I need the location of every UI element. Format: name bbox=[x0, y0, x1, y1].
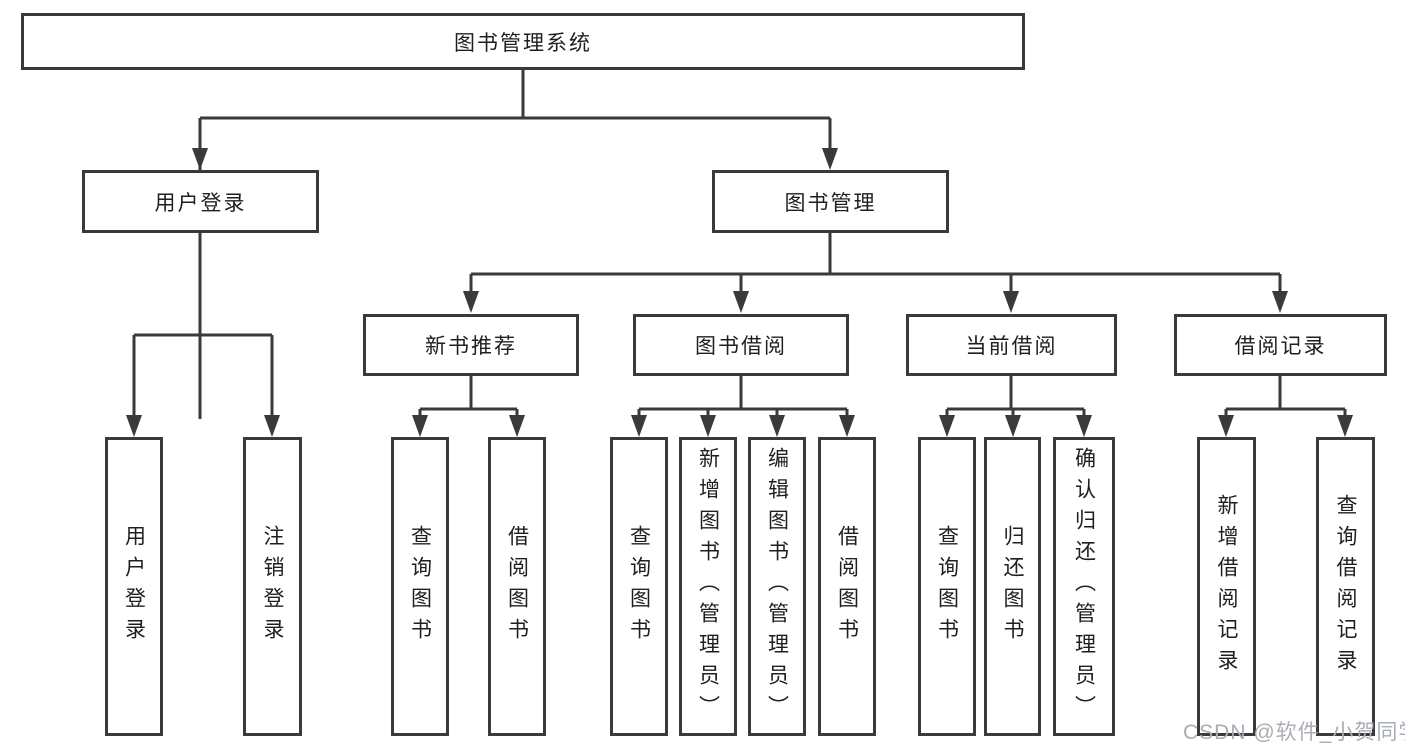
edges-login-to-leaves bbox=[126, 333, 280, 437]
node-user-login: 用户登录 bbox=[82, 170, 319, 233]
edges-records-to-leaves bbox=[1218, 376, 1353, 437]
node-label: 用户登录 bbox=[122, 524, 146, 649]
node-label: 图书管理 bbox=[784, 191, 877, 215]
leaf-edit-books-admin: 编辑图书（管理员） bbox=[748, 437, 806, 736]
node-label: 借阅图书 bbox=[835, 524, 859, 649]
node-new-book-recommend: 新书推荐 bbox=[363, 314, 579, 376]
edges-mgmt-to-level3 bbox=[463, 233, 1288, 313]
leaf-query-borrow-record: 查询借阅记录 bbox=[1316, 437, 1375, 736]
node-label: 图书借阅 bbox=[695, 335, 787, 358]
leaf-add-borrow-record: 新增借阅记录 bbox=[1197, 437, 1256, 736]
node-library-management-system: 图书管理系统 bbox=[21, 13, 1025, 70]
leaf-query-books-current: 查询图书 bbox=[918, 437, 976, 736]
node-label: 用户登录 bbox=[154, 191, 247, 215]
leaf-query-books-newbook: 查询图书 bbox=[391, 437, 449, 736]
node-label: 查询图书 bbox=[935, 524, 959, 649]
node-label: 借阅记录 bbox=[1234, 335, 1327, 358]
edges-newbook-to-leaves bbox=[412, 376, 525, 437]
node-label: 借阅图书 bbox=[505, 524, 529, 649]
node-current-borrow: 当前借阅 bbox=[906, 314, 1117, 376]
node-label: 归还图书 bbox=[1001, 524, 1024, 649]
node-label: 确认归还（管理员） bbox=[1072, 447, 1096, 726]
csdn-watermark: CSDN @软件_小贺同学 bbox=[1183, 721, 1405, 744]
leaf-return-books: 归还图书 bbox=[984, 437, 1041, 736]
leaf-borrow-books-newbook: 借阅图书 bbox=[488, 437, 546, 736]
node-label: 新书推荐 bbox=[425, 335, 517, 358]
node-label: 新增图书（管理员） bbox=[696, 447, 720, 726]
node-label: 注销登录 bbox=[261, 524, 284, 649]
node-book-management: 图书管理 bbox=[712, 170, 949, 233]
node-label: 编辑图书（管理员） bbox=[765, 447, 789, 726]
edges-root-to-level2 bbox=[192, 70, 838, 419]
edges-currentborrow-to-leaves bbox=[939, 376, 1092, 437]
edges-bookborrow-to-leaves bbox=[631, 376, 855, 437]
node-label: 查询图书 bbox=[408, 524, 432, 649]
leaf-borrow-books: 借阅图书 bbox=[818, 437, 876, 736]
leaf-confirm-return-admin: 确认归还（管理员） bbox=[1053, 437, 1115, 736]
leaf-query-books-borrow: 查询图书 bbox=[610, 437, 668, 736]
leaf-user-login: 用户登录 bbox=[105, 437, 163, 736]
leaf-logout: 注销登录 bbox=[243, 437, 302, 736]
node-label: 图书管理系统 bbox=[454, 31, 592, 55]
leaf-add-books-admin: 新增图书（管理员） bbox=[679, 437, 737, 736]
node-label: 新增借阅记录 bbox=[1215, 493, 1238, 680]
node-borrow-records: 借阅记录 bbox=[1174, 314, 1387, 376]
node-book-borrow: 图书借阅 bbox=[633, 314, 849, 376]
node-label: 查询借阅记录 bbox=[1334, 493, 1357, 680]
node-label: 当前借阅 bbox=[965, 335, 1058, 358]
node-label: 查询图书 bbox=[627, 524, 651, 649]
